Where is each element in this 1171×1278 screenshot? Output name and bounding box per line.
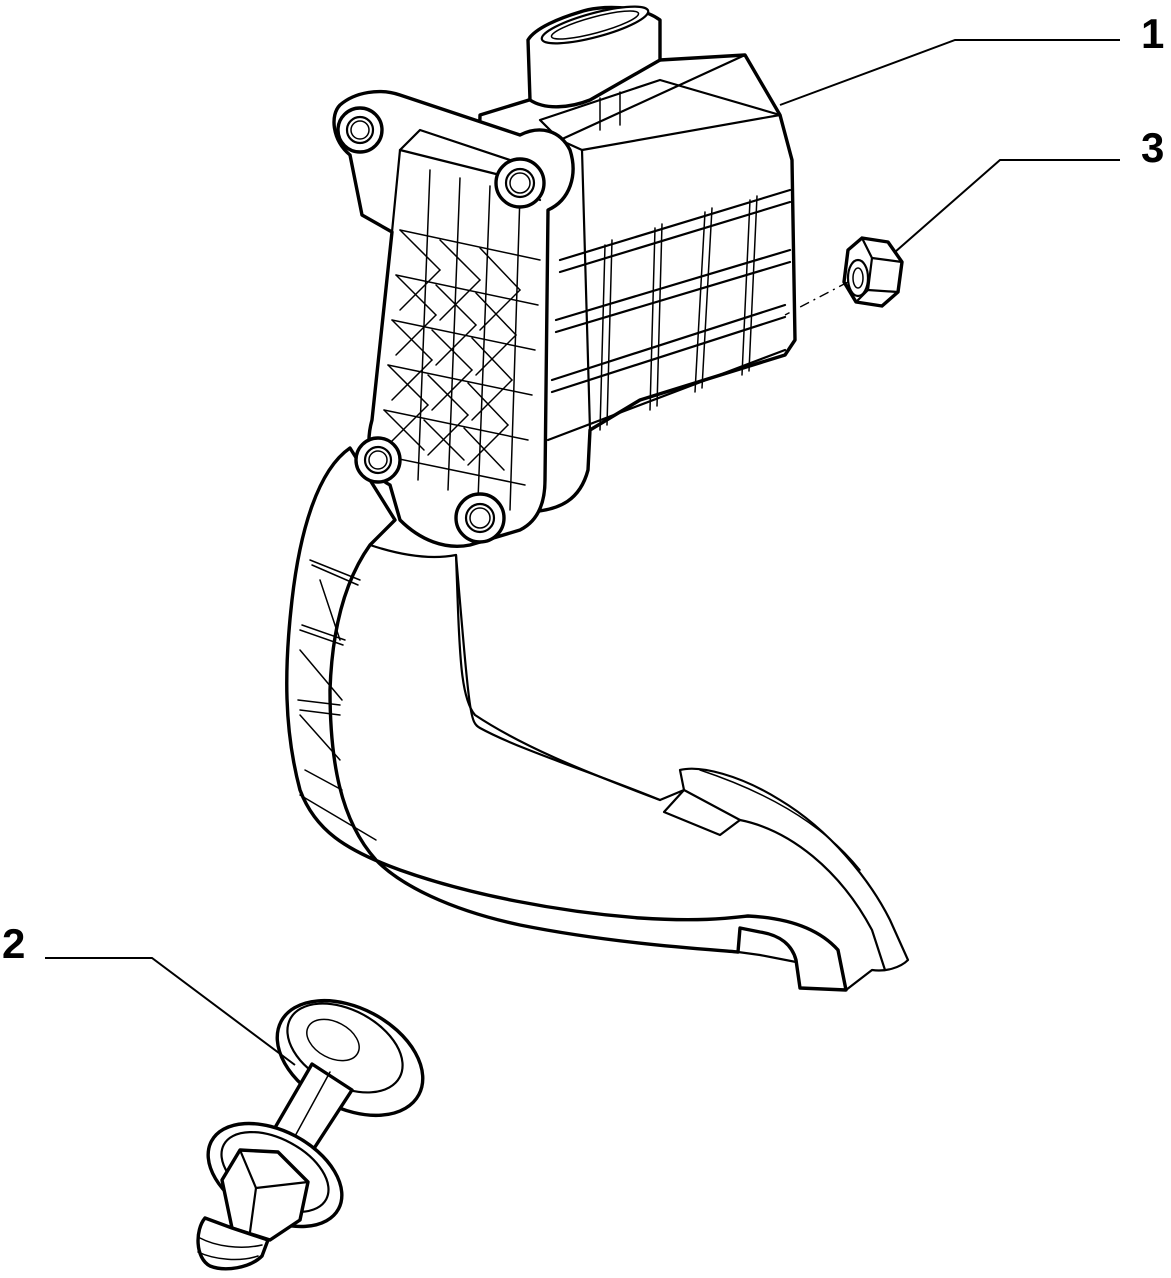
hex-nut: [842, 236, 904, 308]
leader-line-2: [45, 957, 296, 1066]
pedal-arm: [285, 446, 910, 992]
callout-label-1: 1: [1141, 10, 1164, 57]
callout-1: 1: [779, 10, 1164, 106]
bolt-hole-top-left: [336, 106, 384, 154]
callout-2: 2: [2, 920, 296, 1066]
bolt-hole-top-right: [494, 157, 546, 209]
bolt-hole-bottom-right: [454, 492, 506, 544]
leader-line-3: [894, 159, 1120, 253]
pedal-assembly: [285, 5, 910, 992]
mounting-bracket: [332, 89, 575, 548]
callout-label-2: 2: [2, 920, 25, 967]
connector: [526, 5, 662, 109]
bolt-hole-bottom-left: [354, 436, 402, 484]
push-clip: [196, 998, 425, 1271]
assembly-axis-line: [784, 281, 849, 316]
callout-label-3: 3: [1141, 124, 1164, 171]
leader-line-1: [779, 39, 1120, 106]
callout-3: 3: [894, 124, 1164, 253]
